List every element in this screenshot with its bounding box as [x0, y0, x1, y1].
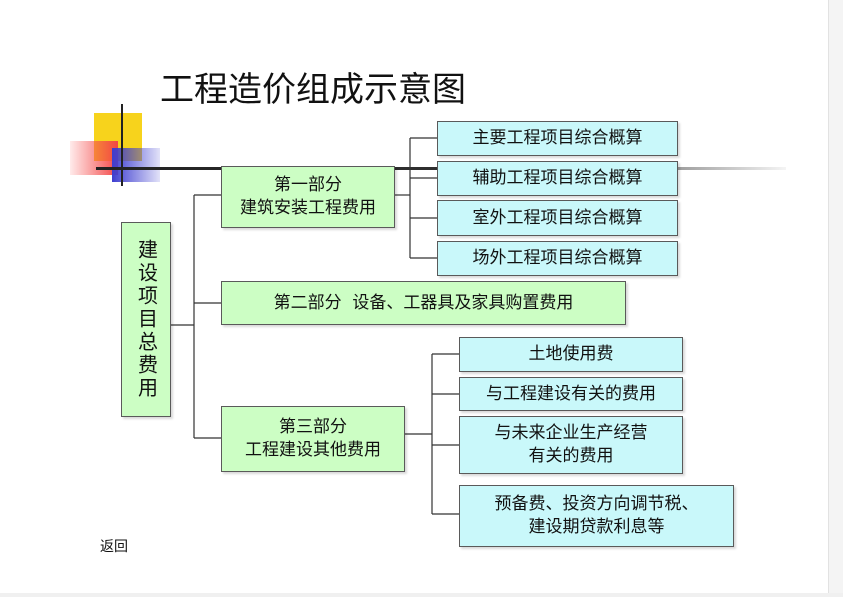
- decor-blue-square: [112, 148, 160, 182]
- leaf-offsite-project-estimate: 场外工程项目综合概算: [437, 241, 678, 276]
- leaf-label: 与未来企业生产经营 有关的费用: [494, 423, 648, 466]
- leaf-land-use-fee: 土地使用费: [459, 337, 683, 372]
- part-2-label: 第二部分 设备、工器具及家具购置费用: [273, 292, 574, 313]
- part-1-box: 第一部分 建筑安装工程费用: [221, 166, 395, 228]
- leaf-label: 主要工程项目综合概算: [472, 128, 643, 149]
- leaf-label: 与工程建设有关的费用: [486, 383, 656, 404]
- leaf-auxiliary-project-estimate: 辅助工程项目综合概算: [437, 161, 678, 196]
- part-2-box: 第二部分 设备、工器具及家具购置费用: [221, 281, 626, 325]
- root-total-cost-box: 建设项目总费用: [121, 222, 171, 417]
- slide-border: [828, 0, 843, 597]
- part-1-label: 第一部分 建筑安装工程费用: [240, 175, 376, 218]
- leaf-construction-related-fee: 与工程建设有关的费用: [459, 377, 683, 411]
- leaf-future-operation-fee: 与未来企业生产经营 有关的费用: [459, 416, 683, 474]
- page-title: 工程造价组成示意图: [160, 70, 466, 110]
- leaf-label: 土地使用费: [528, 344, 614, 365]
- part-3-box: 第三部分 工程建设其他费用: [221, 406, 405, 472]
- leaf-outdoor-project-estimate: 室外工程项目综合概算: [437, 200, 678, 236]
- decor-vertical-line: [121, 104, 123, 186]
- leaf-label: 室外工程项目综合概算: [472, 207, 643, 228]
- leaf-label: 辅助工程项目综合概算: [472, 168, 643, 189]
- leaf-label: 场外工程项目综合概算: [472, 248, 643, 269]
- leaf-label: 预备费、投资方向调节税、 建设期贷款利息等: [494, 494, 699, 537]
- part-3-label: 第三部分 工程建设其他费用: [245, 417, 381, 460]
- slide-bottom-edge: [0, 593, 843, 597]
- back-link[interactable]: 返回: [100, 539, 128, 555]
- leaf-main-project-estimate: 主要工程项目综合概算: [437, 121, 678, 156]
- leaf-reserve-and-interest: 预备费、投资方向调节税、 建设期贷款利息等: [459, 485, 734, 547]
